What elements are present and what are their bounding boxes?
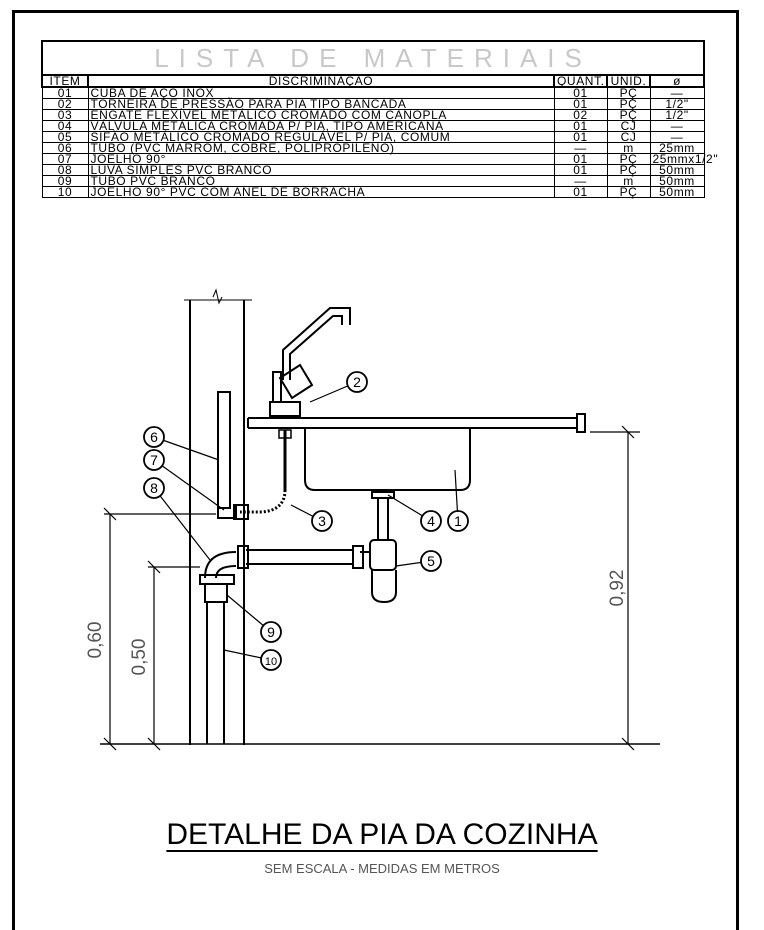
dimension-lines bbox=[103, 425, 640, 751]
callout-circle bbox=[143, 477, 165, 499]
callout-circle bbox=[143, 426, 165, 448]
callout-number: 5 bbox=[427, 553, 435, 569]
cell-unit: PÇ bbox=[606, 186, 651, 198]
dimension-060: 0,60 bbox=[85, 622, 106, 659]
table-title: LISTA DE MATERIAIS bbox=[40, 40, 706, 76]
cell-quantity: 01 bbox=[553, 153, 608, 165]
callout-circle bbox=[420, 510, 442, 532]
cell-description: TORNEIRA DE PRESSÃO PARA PIA TIPO BANCAD… bbox=[87, 98, 555, 110]
faucet bbox=[269, 307, 351, 417]
leader-lines bbox=[153, 381, 459, 661]
header-description: DISCRIMINAÇÃO bbox=[87, 74, 555, 88]
callout-number: 6 bbox=[150, 429, 158, 445]
callout-circle bbox=[420, 550, 442, 572]
callout-circle bbox=[311, 510, 333, 532]
cell-quantity: 02 bbox=[553, 109, 608, 121]
callout-circle bbox=[143, 449, 165, 471]
cell-quantity: 01 bbox=[553, 98, 608, 110]
siphon bbox=[360, 539, 397, 604]
drawing-title: DETALHE DA PIA DA COZINHA bbox=[166, 818, 598, 851]
sheet-border bbox=[12, 10, 739, 930]
cell-item: 05 bbox=[41, 131, 89, 143]
callout-circle bbox=[260, 649, 282, 671]
wall bbox=[184, 288, 252, 745]
countertop bbox=[247, 413, 586, 433]
callout-circle bbox=[346, 371, 368, 393]
callout-number: 9 bbox=[267, 624, 275, 640]
callout-number: 2 bbox=[353, 374, 361, 390]
header-unit: UNID. bbox=[606, 74, 651, 88]
pvc-elbow bbox=[199, 551, 237, 585]
callout-circle bbox=[260, 621, 282, 643]
drain-pipe bbox=[237, 545, 364, 569]
callout-circle bbox=[447, 510, 469, 532]
header-quantity: QUANT. bbox=[553, 74, 608, 88]
callout-number: 1 bbox=[454, 513, 462, 529]
callout-number: 7 bbox=[150, 452, 158, 468]
cell-unit: PÇ bbox=[606, 153, 651, 165]
dimension-050: 0,50 bbox=[129, 639, 150, 676]
materials-table: LISTA DE MATERIAIS ITEM DISCRIMINAÇÃO QU… bbox=[40, 40, 718, 198]
callout-number: 4 bbox=[427, 513, 435, 529]
supply-pipe bbox=[217, 391, 249, 520]
sink-basin bbox=[304, 428, 471, 491]
cell-unit: PÇ bbox=[606, 164, 651, 176]
flexible-hose bbox=[240, 429, 292, 514]
callout-number: 3 bbox=[318, 513, 326, 529]
cell-description: ENGATE FLEXÍVEL METÁLICO CROMADO COM CAN… bbox=[87, 109, 555, 121]
header-item: ITEM bbox=[41, 74, 89, 88]
sink-valve bbox=[371, 491, 395, 540]
header-diameter: ø bbox=[648, 74, 706, 88]
callout-number: 8 bbox=[150, 480, 158, 496]
cell-unit: PÇ bbox=[606, 109, 651, 121]
pvc-vertical-pipe bbox=[204, 583, 228, 744]
drawing-subtitle: SEM ESCALA - MEDIDAS EM METROS bbox=[264, 861, 500, 876]
cell-item: 10 bbox=[41, 186, 89, 198]
cell-description: JOELHO 90° PVC COM ANEL DE BORRACHA bbox=[87, 186, 555, 198]
cell-diameter: 50mm bbox=[649, 186, 705, 198]
dimension-092: 0,92 bbox=[607, 570, 628, 607]
callout-number: 10 bbox=[265, 656, 277, 668]
